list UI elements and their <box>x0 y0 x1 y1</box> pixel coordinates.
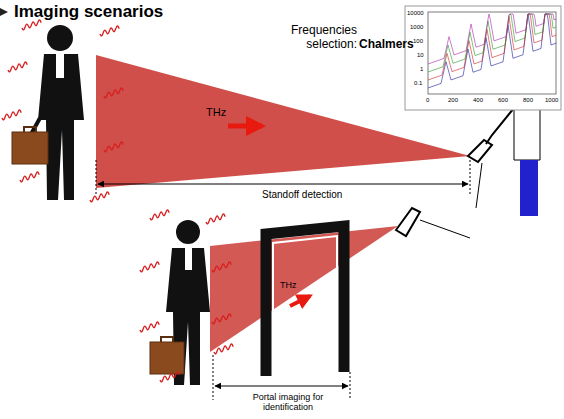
thz-beam <box>210 226 398 352</box>
axis-tick-label: 0.1 <box>414 80 422 87</box>
scenario-label: Portal imaging for identification <box>238 392 338 413</box>
beam-arrow <box>290 296 310 306</box>
briefcase <box>150 342 184 374</box>
beam-arrow <box>228 124 262 129</box>
spectrum-chart <box>405 6 561 110</box>
beam-label: THz <box>280 280 297 290</box>
axis-tick-label: 1000 <box>545 97 558 104</box>
camera <box>396 208 470 238</box>
title-bullet <box>0 8 8 16</box>
title: Imaging scenarios <box>14 2 163 22</box>
distance-label: Standoff detection <box>262 189 342 201</box>
dimension-line <box>215 386 348 387</box>
caption-text: Frequencies selection: <box>283 24 357 52</box>
axis-tick-label: 10 <box>417 52 424 59</box>
caption-emphasis: Chalmers <box>359 38 414 52</box>
axis-tick-label: 1 <box>420 66 423 73</box>
axis-tick-label: 400 <box>473 97 483 104</box>
beam-label: THz <box>206 106 226 119</box>
axis-tick-label: 600 <box>498 97 508 104</box>
axis-tick-label: 800 <box>523 97 533 104</box>
axis-tick-label: 1000 <box>410 24 423 31</box>
portal-frame <box>266 226 344 376</box>
dimension-line <box>98 184 468 185</box>
camera <box>468 140 492 208</box>
axis-tick-label: 100 <box>413 38 423 45</box>
axis-tick-label: 200 <box>448 97 458 104</box>
briefcase <box>12 132 48 164</box>
person-figure <box>30 25 84 200</box>
axis-tick-label: 10000 <box>407 10 424 17</box>
axis-tick-label: 0 <box>426 97 429 104</box>
emission-squiggles <box>2 20 233 382</box>
